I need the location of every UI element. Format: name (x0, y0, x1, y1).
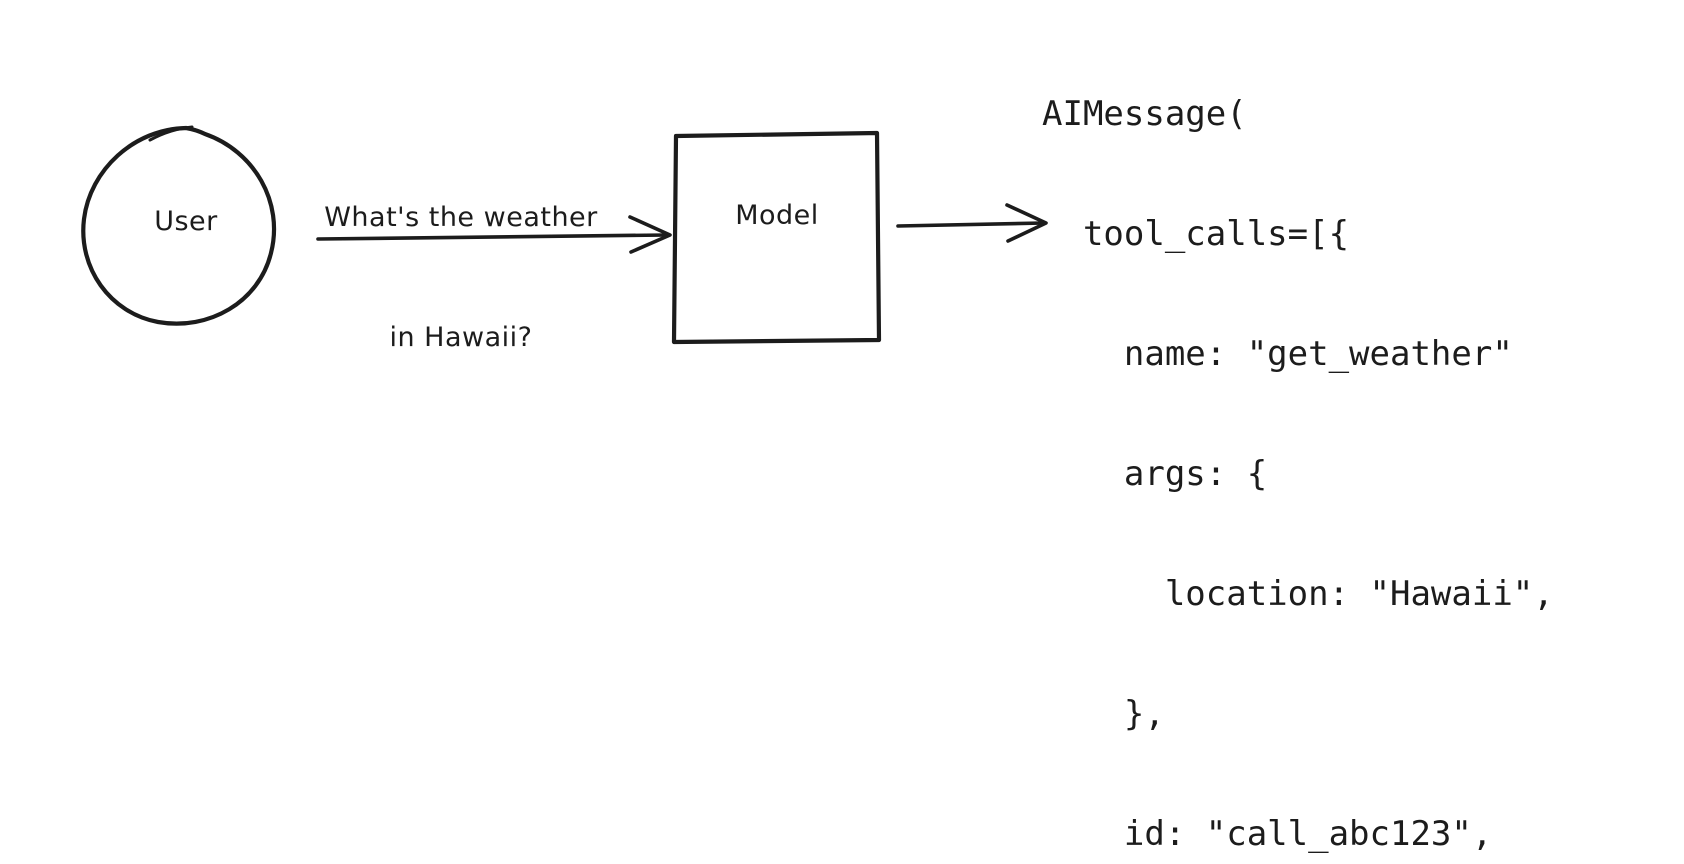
ai-message-output-code: AIMessage( tool_calls=[{ name: "get_weat… (1042, 14, 1554, 864)
user-node-circle[interactable] (81, 125, 277, 326)
diagram-sketch-layer (81, 125, 1048, 345)
code-line: args: { (1042, 454, 1268, 494)
code-line: name: "get_weather" (1042, 334, 1513, 374)
code-line: location: "Hawaii", (1042, 574, 1554, 614)
code-line: }, (1042, 694, 1165, 734)
code-line: AIMessage( (1042, 94, 1247, 134)
model-node-label: Model (735, 200, 819, 231)
model-node-box[interactable] (671, 130, 882, 345)
user-node-label: User (154, 206, 218, 237)
edge-label-line-1: What's the weather (324, 202, 598, 233)
code-line: tool_calls=[{ (1042, 214, 1350, 254)
arrow-user-to-model (316, 215, 672, 254)
edge-label-line-2: in Hawaii? (389, 322, 533, 353)
arrow-model-to-output (896, 203, 1048, 243)
diagram-canvas: User Model What's the weather in Hawaii?… (81, 94, 1554, 854)
edge-label-user-to-model: What's the weather in Hawaii? (296, 118, 626, 438)
code-line: id: "call_abc123", (1042, 814, 1493, 854)
